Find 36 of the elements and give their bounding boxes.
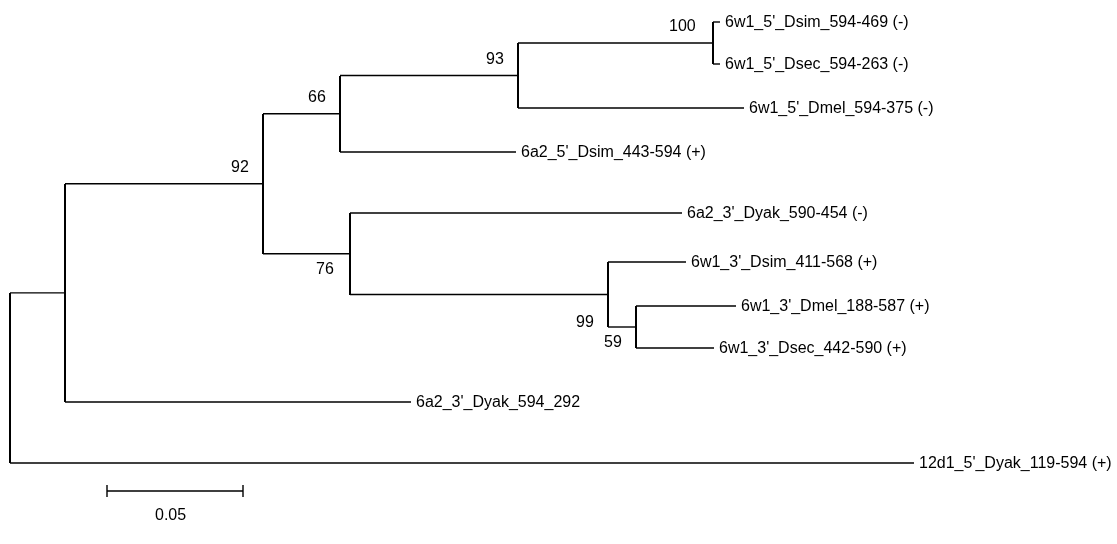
tree-branch	[262, 113, 341, 115]
taxon-label: 6w1_3'_Dsim_411-568 (+)	[686, 252, 878, 272]
taxon-label: 12d1_5'_Dyak_119-594 (+)	[914, 453, 1112, 473]
taxon-label: 6a2_5'_Dsim_443-594 (+)	[516, 142, 706, 162]
tree-branch	[339, 151, 517, 153]
tree-branch	[635, 347, 715, 349]
tree-branch	[64, 401, 412, 403]
tree-branch	[349, 212, 683, 214]
tree-branch	[9, 462, 915, 464]
bootstrap-value: 100	[669, 17, 696, 35]
taxon-label: 6a2_3'_Dyak_594_292	[411, 392, 581, 412]
bootstrap-value: 59	[604, 333, 622, 351]
tree-branch	[339, 74, 519, 77]
tree-branch	[607, 261, 687, 263]
taxon-label: 6w1_5'_Dmel_594-375 (-)	[744, 98, 934, 118]
tree-branch	[517, 107, 745, 109]
taxon-label: 6w1_3'_Dmel_188-587 (+)	[736, 296, 930, 316]
taxon-label: 6w1_5'_Dsim_594-469 (-)	[720, 12, 909, 32]
tree-branch	[262, 253, 351, 255]
tree-branch	[517, 42, 714, 44]
tree-branch	[64, 183, 264, 185]
taxon-label: 6w1_5'_Dsec_594-263 (-)	[720, 54, 909, 74]
bootstrap-value: 92	[231, 157, 249, 176]
taxon-label: 6w1_3'_Dsec_442-590 (+)	[714, 338, 907, 358]
scale-value: 0.05	[155, 506, 187, 524]
tree-branch	[712, 21, 721, 23]
tree-branch	[635, 305, 737, 307]
taxon-label: 6a2_3'_Dyak_590-454 (-)	[682, 203, 868, 223]
tree-branch	[607, 326, 637, 328]
bootstrap-value: 93	[486, 49, 504, 68]
bootstrap-value: 99	[576, 312, 594, 331]
bootstrap-value: 66	[308, 87, 326, 106]
bootstrap-value: 76	[316, 259, 334, 278]
tree-branch	[349, 293, 609, 296]
tree-branch	[9, 292, 66, 294]
tree-branch	[712, 63, 721, 65]
